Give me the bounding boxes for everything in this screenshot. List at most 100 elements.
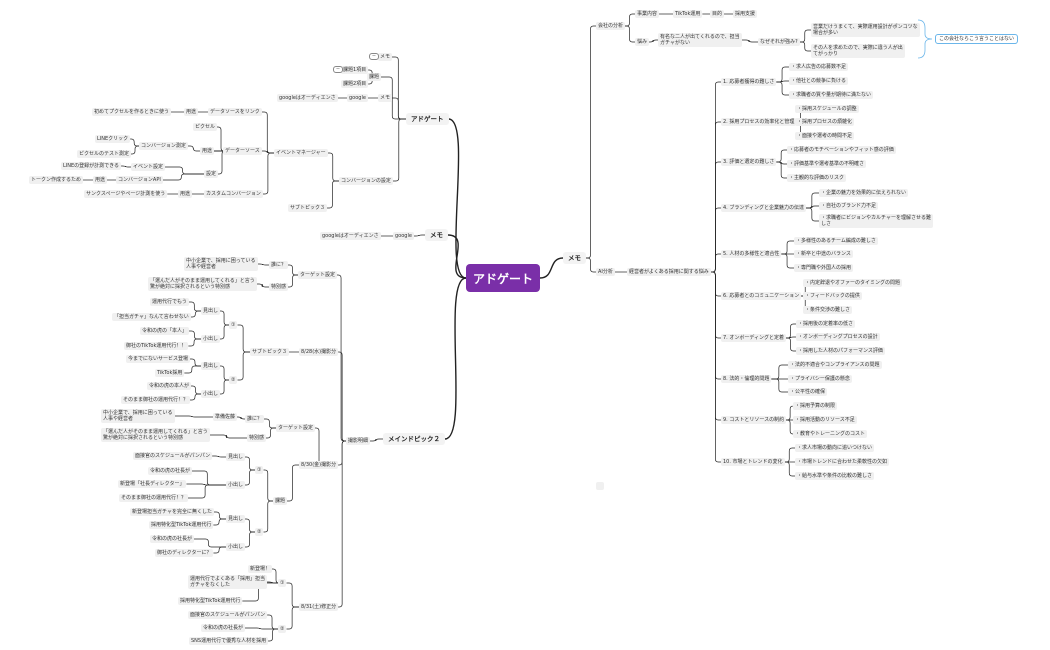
mindmap-node-c3a[interactable]: ・応募者のモチベーションやフィット感の評価 xyxy=(787,146,896,154)
mindmap-node-c3b[interactable]: ・評価基準や選考基準の不明確さ xyxy=(787,160,867,168)
mindmap-node-erabareta2[interactable]: 「選んだ人がそのまま運用してくれる」と言う 驚が絶対に採択されるという特別感 xyxy=(101,428,210,442)
mindmap-node-c5b[interactable]: ・新卒と中途のバランス xyxy=(794,250,853,258)
mindmap-node-yoto4[interactable]: 用途 xyxy=(178,190,193,198)
mindmap-node-m2c[interactable]: ② xyxy=(278,625,287,633)
mindmap-node-unyo-yoku[interactable]: 運用代行でよくある「採用」担当 ガチャをなくした xyxy=(188,575,268,589)
branch-adgate[interactable]: アドゲート xyxy=(406,113,449,125)
mindmap-node-memo1[interactable]: メモ xyxy=(378,53,393,61)
mindmap-node-event-mgr[interactable]: イベントマネージャー xyxy=(274,149,328,157)
mindmap-node-c10a[interactable]: ・求人市場の動向に追いつけない xyxy=(795,444,875,452)
mindmap-node-c7a[interactable]: ・採用後の定着率の低さ xyxy=(796,320,856,328)
mindmap-node-conv-measure[interactable]: コンバージョン測定 xyxy=(139,142,188,150)
mindmap-node-c9a[interactable]: ・採用予算の制限 xyxy=(793,402,838,410)
mindmap-node-d831[interactable]: 8/31(土)修正分 xyxy=(299,603,339,611)
mindmap-node-memo2[interactable]: メモ xyxy=(378,94,393,102)
mindmap-node-c8a[interactable]: ・法的不適合やコンプライアンスの問題 xyxy=(788,361,882,369)
mindmap-node-c1b[interactable]: ・他社との競争に負ける xyxy=(789,77,848,85)
mindmap-node-c5a[interactable]: ・多様性のあるチーム編成の難しさ xyxy=(794,237,878,245)
mindmap-node-c2b[interactable]: ・採用プロセスの煩雑化 xyxy=(795,118,855,126)
mindmap-node-conv-api[interactable]: コンバージョンAPI xyxy=(116,176,163,184)
mindmap-node-mokuteki[interactable]: 目的 xyxy=(710,10,725,18)
mindmap-node-m1b[interactable]: ① xyxy=(255,466,264,474)
mindmap-node-midashi3[interactable]: 見出し xyxy=(226,453,246,461)
mindmap-node-kadai-b[interactable]: 課題 xyxy=(273,497,288,505)
empty-node[interactable] xyxy=(596,482,604,490)
mindmap-node-ds[interactable]: データーソース xyxy=(223,147,262,155)
callout-note[interactable]: この会社ならこう言うことはない xyxy=(935,34,1019,44)
mindmap-node-m2b[interactable]: ② xyxy=(255,528,264,536)
mindmap-node-reiwa-shacho3[interactable]: 令和の虎の社長が xyxy=(201,624,246,632)
branch-memo-right[interactable]: メモ xyxy=(563,252,586,264)
mindmap-node-d830[interactable]: 8/30(金)撮影分 xyxy=(299,461,339,469)
mindmap-node-c3[interactable]: 3. 評価と選定の難しさ xyxy=(721,158,777,166)
mindmap-node-sono-hito[interactable]: その人を求めたので、実際に違う人が出 てがっかり xyxy=(811,44,905,58)
mindmap-node-c8[interactable]: 8. 法的・倫理的問題 xyxy=(721,375,772,383)
mindmap-node-naze[interactable]: なぜそれが強み? xyxy=(758,38,800,46)
mindmap-node-c8c[interactable]: ・公平性の確保 xyxy=(788,388,828,396)
mindmap-node-c10c[interactable]: ・給与水準や条件の比較の難しさ xyxy=(795,472,875,480)
mindmap-node-unyo1[interactable]: 運用代行でもう xyxy=(150,298,189,306)
mindmap-node-settei[interactable]: 設定 xyxy=(204,170,219,178)
mindmap-node-sonomama2[interactable]: そのまま御社の運用代行！？ xyxy=(119,494,189,502)
mindmap-node-yoto3[interactable]: 用途 xyxy=(93,176,108,184)
mindmap-node-c7b[interactable]: ・オンボーディングプロセスの設計 xyxy=(796,333,880,341)
mindmap-node-c9[interactable]: 9. コストとリソースの制約 xyxy=(721,416,787,424)
mindmap-node-c10b[interactable]: ・市場トレンドに合わせた柔軟性の欠如 xyxy=(795,458,890,466)
mindmap-node-kodashi4[interactable]: 小出し xyxy=(226,543,246,551)
mindmap-node-google1[interactable]: google xyxy=(347,94,368,102)
mindmap-node-reiwa-honnin2[interactable]: 令和の虎の本人が xyxy=(147,382,192,390)
mindmap-node-c1a[interactable]: ・求人広告の応募数不足 xyxy=(789,63,849,71)
mindmap-node-m1c[interactable]: ① xyxy=(278,579,287,587)
mindmap-node-target-settei1[interactable]: ターゲット設定 xyxy=(298,271,338,279)
mindmap-node-reiwa-shacho[interactable]: 令和の虎の社長が xyxy=(148,467,193,475)
mindmap-node-shinkan-gacha[interactable]: 新登場担当ガチャを完全に無くした xyxy=(130,508,214,516)
mindmap-node-saiyo-shien[interactable]: 採用支援 xyxy=(733,10,758,18)
mindmap-node-token[interactable]: トークン作成するため xyxy=(29,176,84,184)
mindmap-node-mensetsu-bb[interactable]: 面接官のスケジュールがパンパン xyxy=(188,611,268,619)
mindmap-node-keieisha[interactable]: 経営者がよくある採用に関する悩み xyxy=(627,268,711,276)
mindmap-node-kadai[interactable]: 課題 xyxy=(367,73,382,81)
mindmap-node-target-settei2[interactable]: ターゲット設定 xyxy=(276,424,316,432)
branch-memo-left[interactable]: メモ xyxy=(425,229,448,241)
mindmap-node-kodashi1[interactable]: 小出し xyxy=(201,335,221,343)
mindmap-node-midashi2[interactable]: 見出し xyxy=(201,362,221,370)
mindmap-node-c9b[interactable]: ・採用活動のリソース不足 xyxy=(793,416,857,424)
mindmap-node-c4[interactable]: 4. ブランディングと企業魅力の伝達 xyxy=(721,204,807,212)
mindmap-node-yoto2[interactable]: 用途 xyxy=(200,147,215,155)
mindmap-node-g-aud2[interactable]: googleはオーディエンさ xyxy=(320,232,381,240)
mindmap-node-kadai2[interactable]: 課題2項目 xyxy=(341,80,369,88)
mindmap-node-c6a[interactable]: ・内定辞退やオファーのタイミングの問題 xyxy=(803,279,903,287)
mindmap-node-custom-conv[interactable]: カスタムコンバージョン xyxy=(204,190,263,198)
mindmap-node-director[interactable]: 御社のディレクターに？ xyxy=(155,549,214,557)
mindmap-node-c5c[interactable]: ・専門職や外国人の採用 xyxy=(794,264,854,272)
mindmap-node-sonomama1[interactable]: そのまま御社の運用代行！？ xyxy=(121,396,191,404)
mindmap-node-c7c[interactable]: ・採用した人材のパフォーマンス評価 xyxy=(796,347,885,355)
mindmap-node-c2a[interactable]: ・採用スケジュールの調整 xyxy=(795,105,859,113)
mindmap-node-reiwa-honnin[interactable]: 令和の虎の「本人」 xyxy=(140,327,190,335)
mindmap-node-satsuei[interactable]: 撮影明細 xyxy=(346,437,371,445)
mindmap-node-erabareta1[interactable]: 「選んだ人がそのまま運用してくれる」と言う 驚が絶対に採択されるという特別感 xyxy=(148,277,257,291)
mindmap-node-midashi1[interactable]: 見出し xyxy=(201,307,221,315)
mindmap-node-smb2[interactable]: 中小企業で、採用に困っている 人事や経営者 xyxy=(101,409,175,423)
mindmap-node-conv-settei[interactable]: コンバージョンの設定 xyxy=(339,177,393,185)
mindmap-node-subtopic3a[interactable]: サブトピック３ xyxy=(288,204,328,212)
mindmap-node-midashi4[interactable]: 見出し xyxy=(226,515,246,523)
mindmap-node-kaisha-bunseki[interactable]: 会社の分析 xyxy=(596,22,626,30)
mindmap-node-c7[interactable]: 7. オンボーディングと定着 xyxy=(721,334,787,342)
mindmap-node-pixel-test[interactable]: ピクセルのテスト測定 xyxy=(77,150,132,158)
mindmap-node-yoto1[interactable]: 用途 xyxy=(184,108,199,116)
mindmap-node-google2[interactable]: google xyxy=(393,232,414,240)
collapse-toggle-icon[interactable]: − xyxy=(369,53,379,60)
mindmap-node-c1[interactable]: 1. 応募者獲得の難しさ xyxy=(721,78,777,86)
mindmap-node-c4b[interactable]: ・自社のブランド力不足 xyxy=(819,202,879,210)
mindmap-node-c5[interactable]: 5. 人材の多様性と適合性 xyxy=(721,250,782,258)
mindmap-node-tokubetsu2[interactable]: 特別感 xyxy=(247,434,267,442)
mindmap-node-gacha1[interactable]: 「担当ガチャ」なんて言わせない xyxy=(112,313,191,321)
mindmap-node-g-aud1[interactable]: googleはオーディエンさ xyxy=(277,94,338,102)
mindmap-node-kodashi3[interactable]: 小出し xyxy=(226,481,246,489)
mindmap-node-schedule-bb[interactable]: 面接官のスケジュールがパンパン xyxy=(133,452,213,460)
mindmap-node-thanks[interactable]: サンクスページやページ計測を使う xyxy=(84,190,168,198)
root-node[interactable]: アドゲート xyxy=(466,264,540,292)
mindmap-node-event-settei[interactable]: イベント設定 xyxy=(131,163,166,171)
mindmap-node-c4c[interactable]: ・求職者にビジョンやカルチャーを理解させる難 しさ xyxy=(819,214,933,228)
